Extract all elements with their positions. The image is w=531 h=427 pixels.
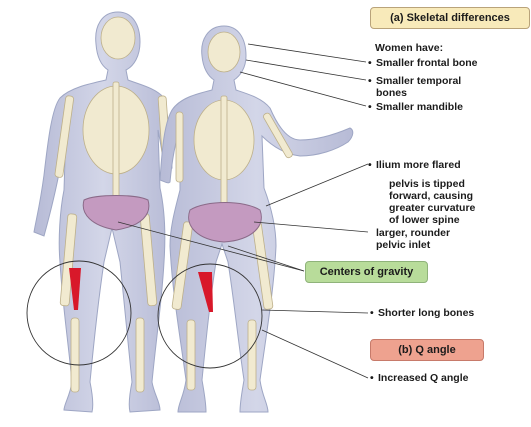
mandible-label: Smaller mandible bbox=[376, 101, 463, 113]
female-figure bbox=[158, 26, 353, 412]
male-spine bbox=[113, 82, 119, 202]
ilium-label: Ilium more flared bbox=[376, 159, 461, 171]
male-figure bbox=[27, 12, 172, 412]
shorter-long-bones-label: Shorter long bones bbox=[378, 307, 474, 319]
skeletal-differences-tag: (a) Skeletal differences bbox=[370, 7, 530, 29]
women-have-heading: Women have: bbox=[375, 42, 443, 54]
frontal-bone-label: Smaller frontal bone bbox=[376, 57, 478, 69]
female-left-tibia bbox=[187, 320, 195, 390]
male-right-tibia bbox=[136, 318, 144, 392]
female-right-tibia bbox=[248, 320, 256, 390]
temporal-bones-label: Smaller temporal bones bbox=[376, 75, 461, 99]
centers-of-gravity-tag: Centers of gravity bbox=[305, 261, 428, 283]
q-angle-tag: (b) Q angle bbox=[370, 339, 484, 361]
female-skull bbox=[208, 32, 240, 72]
female-spine bbox=[221, 96, 227, 208]
pelvis-tipped-label: pelvis is tipped forward, causing greate… bbox=[389, 178, 475, 226]
increased-q-angle-label: Increased Q angle bbox=[378, 372, 468, 384]
male-skull bbox=[101, 17, 135, 59]
pelvic-inlet-label: larger, rounder pelvic inlet bbox=[376, 227, 450, 251]
female-left-humerus bbox=[176, 112, 183, 182]
male-left-tibia bbox=[71, 318, 79, 392]
